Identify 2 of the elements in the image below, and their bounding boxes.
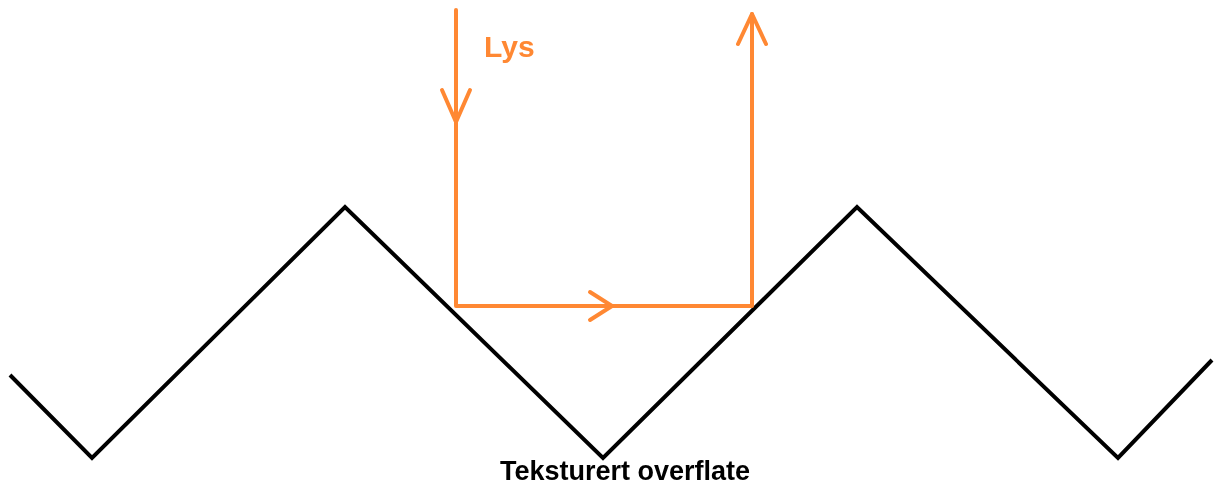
surface-caption: Teksturert overflate xyxy=(500,458,751,485)
light-label: Lys xyxy=(484,32,535,62)
